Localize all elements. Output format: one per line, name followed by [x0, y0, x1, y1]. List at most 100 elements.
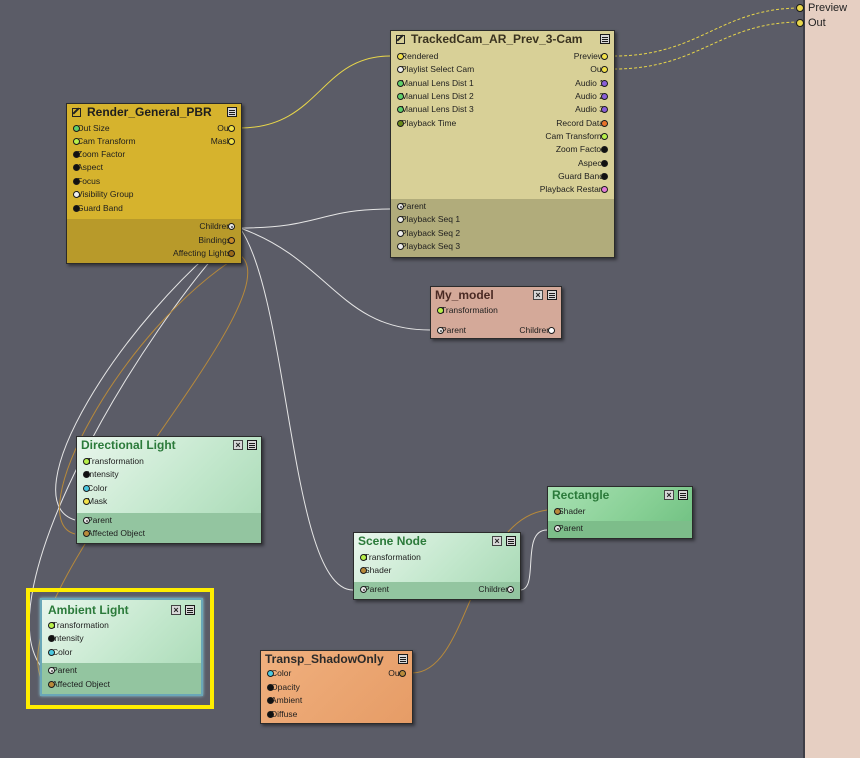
menu-icon[interactable] [678, 490, 688, 500]
output-playback-restart[interactable]: Playback Restart [540, 183, 608, 196]
node-title: Directional Light [81, 438, 176, 452]
input-playback-seq-2[interactable]: Playback Seq 2 [397, 227, 460, 240]
node-title: My_model [435, 288, 494, 302]
input-parent[interactable]: Parent [397, 200, 426, 213]
output-children[interactable]: Children [478, 583, 514, 596]
input-aspect[interactable]: Aspect [73, 161, 103, 174]
external-output-out[interactable]: Out [796, 16, 826, 29]
wire-children-to-cam-parent [239, 208, 391, 229]
input-diffuse[interactable]: Diffuse [267, 708, 297, 721]
edit-icon[interactable] [396, 35, 405, 44]
node-title: Ambient Light [48, 603, 129, 617]
node-lower-section: Children Bindings Affecting Lights [67, 219, 241, 263]
menu-icon[interactable] [506, 536, 516, 546]
input-cam-transform[interactable]: Cam Transform [73, 135, 136, 148]
input-intensity[interactable]: Intensity [48, 632, 84, 645]
close-icon[interactable]: × [664, 490, 674, 500]
node-transp-shadowonly[interactable]: Transp_ShadowOnly Color Opacity Ambient … [260, 650, 413, 724]
input-transformation[interactable]: Transformation [48, 619, 109, 632]
input-transformation[interactable]: Transformation [437, 304, 498, 317]
output-children[interactable]: Children [199, 220, 235, 233]
close-icon[interactable]: × [171, 605, 181, 615]
input-parent[interactable]: Parent [48, 664, 77, 677]
close-icon[interactable]: × [233, 440, 243, 450]
output-cam-transform[interactable]: Cam Transform [545, 130, 608, 143]
output-zoom-factor[interactable]: Zoom Factor [556, 143, 608, 156]
output-preview[interactable]: Preview [574, 50, 608, 63]
node-rectangle[interactable]: Rectangle × Shader Parent [547, 486, 693, 539]
output-aspect[interactable]: Aspect [578, 157, 608, 170]
output-bindings[interactable]: Bindings [198, 234, 235, 247]
output-out[interactable]: Out [217, 122, 235, 135]
output-panel [803, 0, 860, 758]
input-manual-lens-dist-2[interactable]: Manual Lens Dist 2 [397, 90, 474, 103]
input-manual-lens-dist-3[interactable]: Manual Lens Dist 3 [397, 103, 474, 116]
output-out[interactable]: Out [388, 667, 406, 680]
input-playback-seq-1[interactable]: Playback Seq 1 [397, 213, 460, 226]
output-audio-1[interactable]: Audio 1 [575, 77, 608, 90]
input-transformation[interactable]: Transformation [360, 551, 421, 564]
input-manual-lens-dist-1[interactable]: Manual Lens Dist 1 [397, 77, 474, 90]
input-shader[interactable]: Shader [360, 564, 391, 577]
input-shader[interactable]: Shader [554, 505, 585, 518]
node-scene-node[interactable]: Scene Node × Transformation Shader Paren… [353, 532, 521, 600]
input-opacity[interactable]: Opacity [267, 681, 300, 694]
input-parent[interactable]: Parent [83, 514, 112, 527]
input-affected-object[interactable]: Affected Object [48, 678, 110, 691]
output-audio-3[interactable]: Audio 3 [575, 103, 608, 116]
menu-icon[interactable] [185, 605, 195, 615]
node-title: Transp_ShadowOnly [265, 652, 384, 666]
input-affected-object[interactable]: Affected Object [83, 527, 145, 540]
menu-icon[interactable] [398, 654, 408, 664]
node-render-general-pbr[interactable]: Render_General_PBR Out Size Cam Transfor… [66, 103, 242, 264]
node-my-model[interactable]: My_model × Transformation Parent Childre… [430, 286, 562, 339]
input-intensity[interactable]: Intensity [83, 468, 119, 481]
input-transformation[interactable]: Transformation [83, 455, 144, 468]
node-directional-light[interactable]: Directional Light × Transformation Inten… [76, 436, 262, 544]
input-ambient[interactable]: Ambient [267, 694, 302, 707]
input-color[interactable]: Color [48, 646, 72, 659]
input-color[interactable]: Color [267, 667, 291, 680]
output-guard-band[interactable]: Guard Band [558, 170, 608, 183]
menu-icon[interactable] [547, 290, 557, 300]
input-mask[interactable]: Mask [83, 495, 107, 508]
menu-icon[interactable] [600, 34, 610, 44]
input-parent[interactable]: Parent [360, 583, 389, 596]
node-trackedcam-ar-prev-3-cam[interactable]: TrackedCam_AR_Prev_3-Cam Rendered Playli… [390, 30, 615, 258]
input-zoom-factor[interactable]: Zoom Factor [73, 148, 125, 161]
output-audio-2[interactable]: Audio 2 [575, 90, 608, 103]
node-lower-section: Parent [548, 521, 692, 538]
selection-highlight [26, 588, 214, 709]
output-children[interactable]: Children [519, 324, 555, 337]
input-rendered[interactable]: Rendered [397, 50, 438, 63]
close-icon[interactable]: × [492, 536, 502, 546]
input-playback-time[interactable]: Playback Time [397, 117, 456, 130]
input-guard-band[interactable]: Guard Band [73, 202, 123, 215]
output-mask[interactable]: Mask [211, 135, 235, 148]
output-record-data[interactable]: Record Data [556, 117, 608, 130]
wire-scene-children-to-rect-parent [519, 529, 548, 591]
preview-port-icon[interactable] [796, 3, 804, 12]
preview-output-label: Preview [808, 1, 848, 14]
input-playback-seq-3[interactable]: Playback Seq 3 [397, 240, 460, 253]
input-visibility-group[interactable]: Visibility Group [73, 188, 134, 201]
output-affecting-lights[interactable]: Affecting Lights [173, 247, 235, 260]
node-lower-section: Parent Playback Seq 1 Playback Seq 2 Pla… [391, 199, 614, 257]
external-output-preview[interactable]: Preview [796, 1, 847, 14]
menu-icon[interactable] [227, 107, 237, 117]
input-parent[interactable]: Parent [554, 522, 583, 535]
node-lower-section: Parent Affected Object [42, 663, 201, 694]
output-out[interactable]: Out [590, 63, 608, 76]
input-focus[interactable]: Focus [73, 175, 100, 188]
out-port-icon[interactable] [796, 18, 804, 27]
menu-icon[interactable] [247, 440, 257, 450]
node-title: Rectangle [552, 488, 610, 502]
edit-icon[interactable] [72, 108, 81, 117]
input-out-size[interactable]: Out Size [73, 122, 110, 135]
node-title: TrackedCam_AR_Prev_3-Cam [411, 32, 583, 46]
node-ambient-light[interactable]: Ambient Light × Transformation Intensity… [40, 598, 203, 696]
input-parent[interactable]: Parent [437, 324, 466, 337]
input-color[interactable]: Color [83, 482, 107, 495]
input-playlist-select-cam[interactable]: Playlist Select Cam [397, 63, 474, 76]
close-icon[interactable]: × [533, 290, 543, 300]
